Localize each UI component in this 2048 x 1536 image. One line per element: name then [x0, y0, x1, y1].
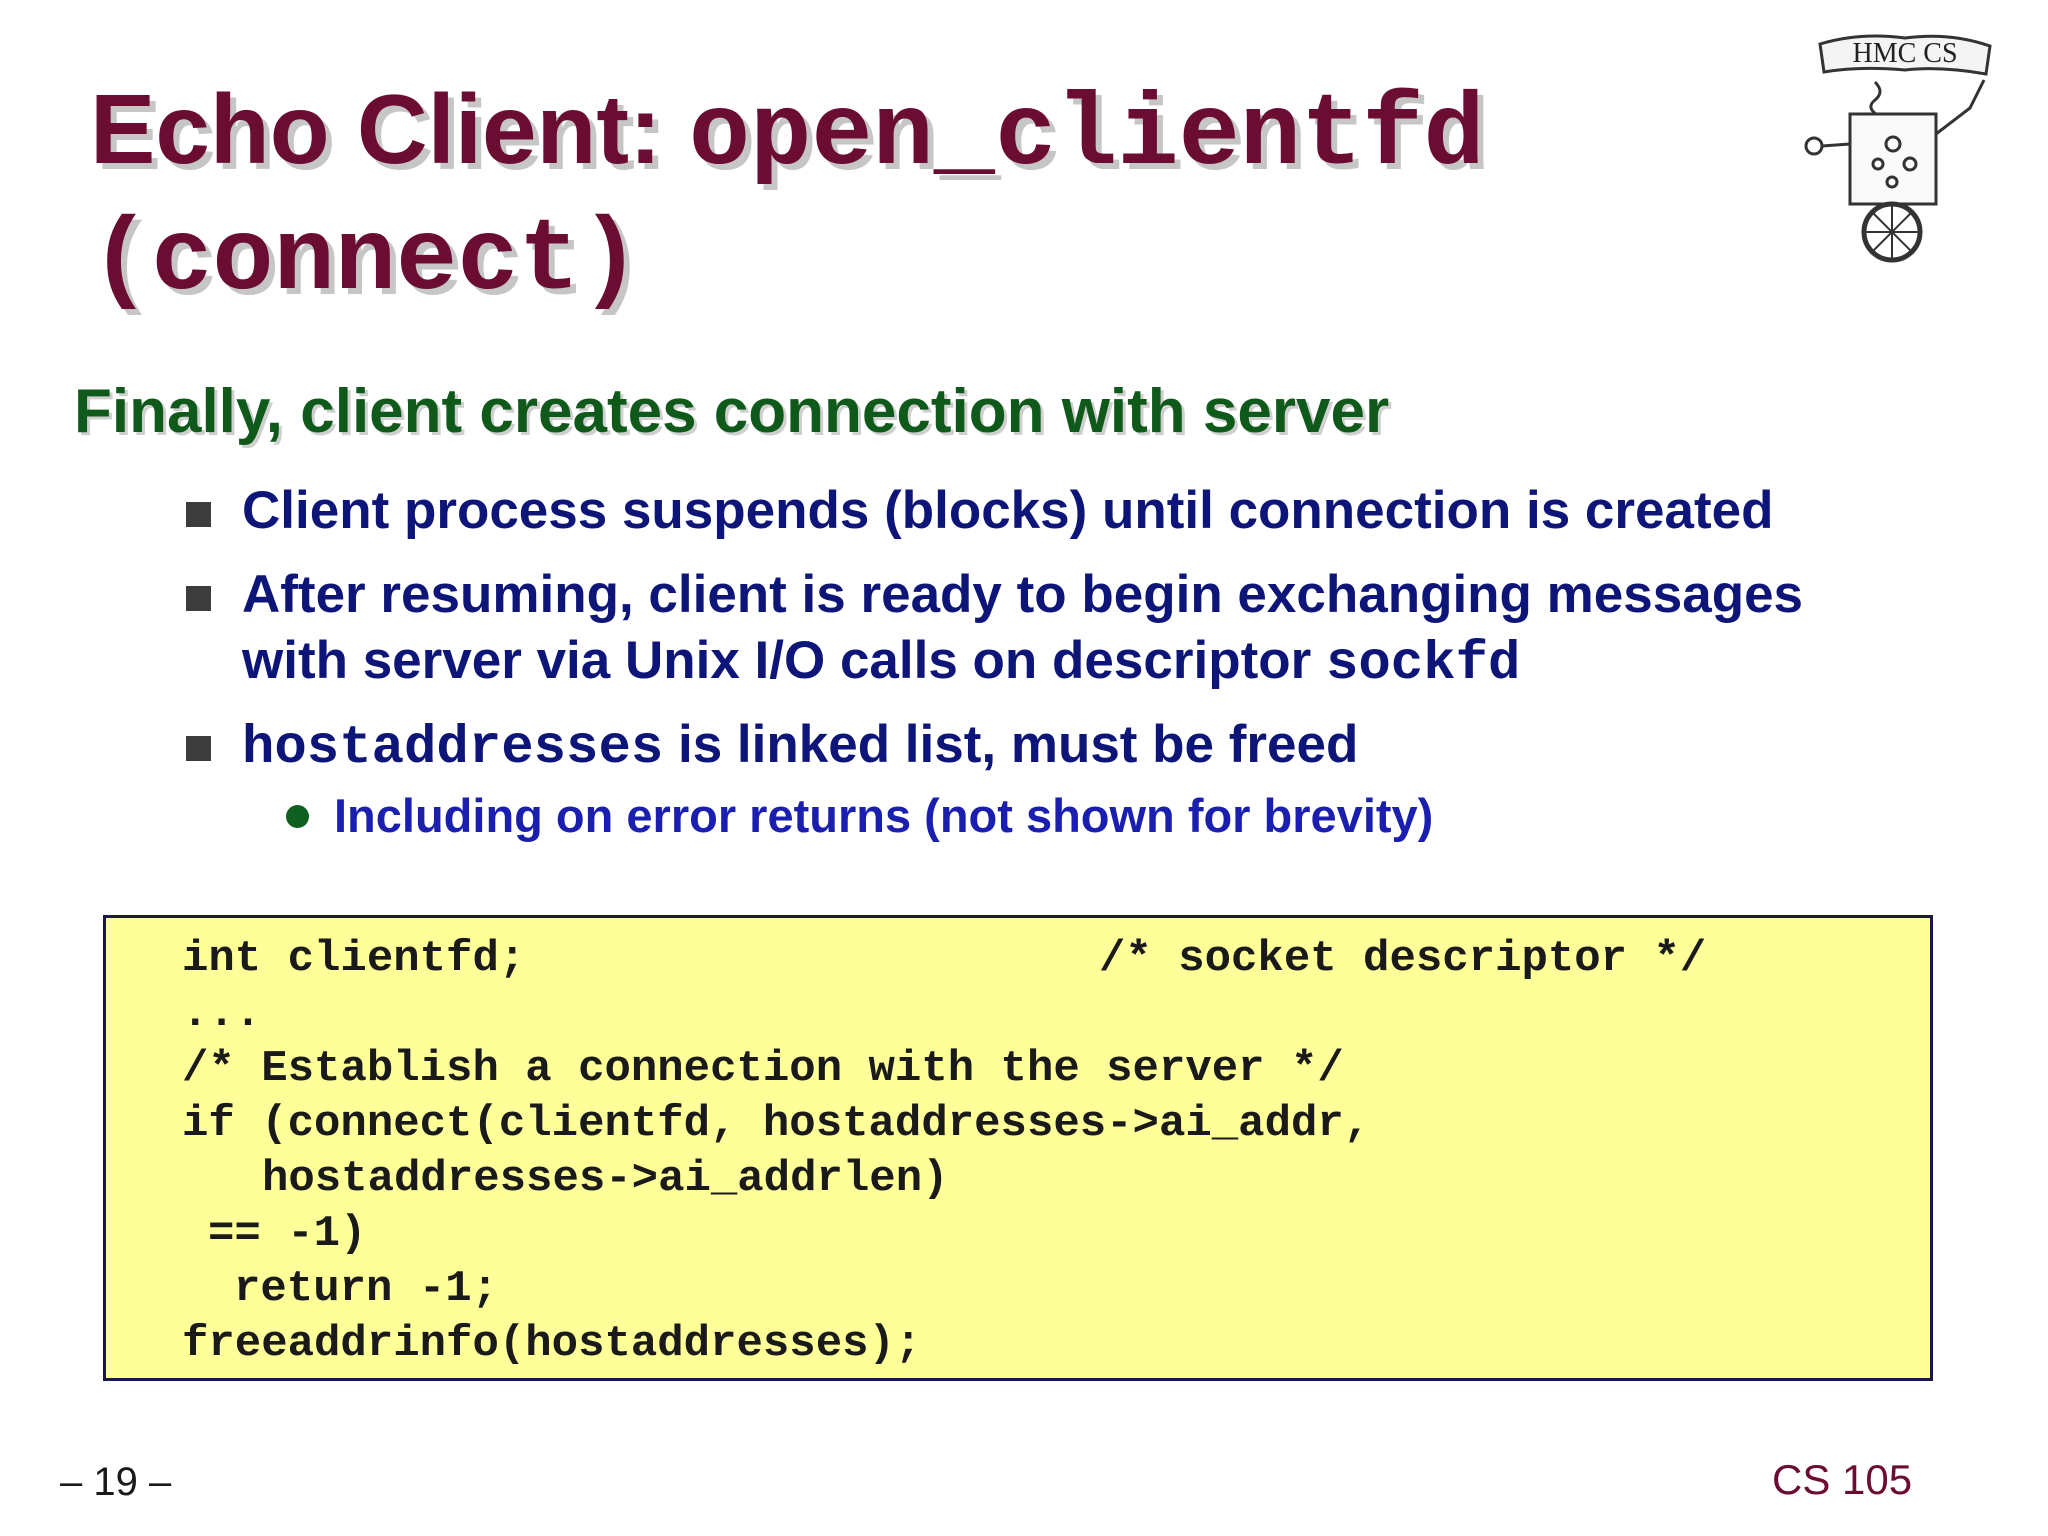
code-block: int clientfd; /* socket descriptor */ ..… — [103, 915, 1933, 1381]
course-label: CS 105 — [1772, 1456, 1913, 1503]
code-line-compare: == -1) — [208, 1209, 367, 1259]
code-line-freeaddrinfo: freeaddrinfo(hostaddresses); — [182, 1319, 922, 1369]
title-code-function: open_clientfd — [688, 78, 1485, 194]
code-line-connect: if (connect(clientfd, hostaddresses->ai_… — [182, 1099, 1371, 1149]
square-bullet-icon — [186, 586, 211, 611]
bullet-3-code: hostaddresses — [242, 718, 664, 779]
square-bullet-icon — [186, 736, 211, 761]
slide-number: – 19 – — [60, 1460, 172, 1504]
title-prefix: Echo Client: — [90, 74, 689, 184]
slide-title: Echo Client: open_clientfd (connect) — [90, 70, 1485, 320]
bullet-3-rest: is linked list, must be freed — [663, 715, 1359, 774]
bullet-2-text: After resuming, client is ready to begin… — [242, 562, 1803, 698]
section-heading: Finally, client creates connection with … — [74, 377, 1390, 446]
bullet-3-text: hostaddresses is linked list, must be fr… — [242, 712, 1358, 782]
bullet-2-line-2: with server via Unix I/O calls on descri… — [242, 631, 1326, 690]
code-line-return: return -1; — [234, 1264, 499, 1314]
code-line-establish-comment: /* Establish a connection with the serve… — [182, 1044, 1344, 1094]
code-line-declaration: int clientfd; — [182, 934, 526, 984]
bullet-1-text: Client process suspends (blocks) until c… — [242, 481, 1774, 540]
logo-text: HMC CS — [1852, 38, 1957, 69]
code-line-ellipsis: ... — [182, 989, 262, 1039]
bullet-2-line-1: After resuming, client is ready to begin… — [242, 565, 1804, 624]
code-line-addrlen: hostaddresses->ai_addrlen) — [262, 1154, 949, 1204]
hmc-cs-logo: HMC CS — [1804, 34, 1992, 263]
code-line-comment: /* socket descriptor */ — [1099, 934, 1707, 984]
title-code-connect: (connect) — [90, 203, 641, 319]
bullet-2-code: sockfd — [1325, 634, 1521, 695]
sub-bullet-text: Including on error returns (not shown fo… — [334, 789, 1434, 842]
square-bullet-icon — [186, 502, 211, 527]
round-bullet-icon — [286, 805, 309, 828]
